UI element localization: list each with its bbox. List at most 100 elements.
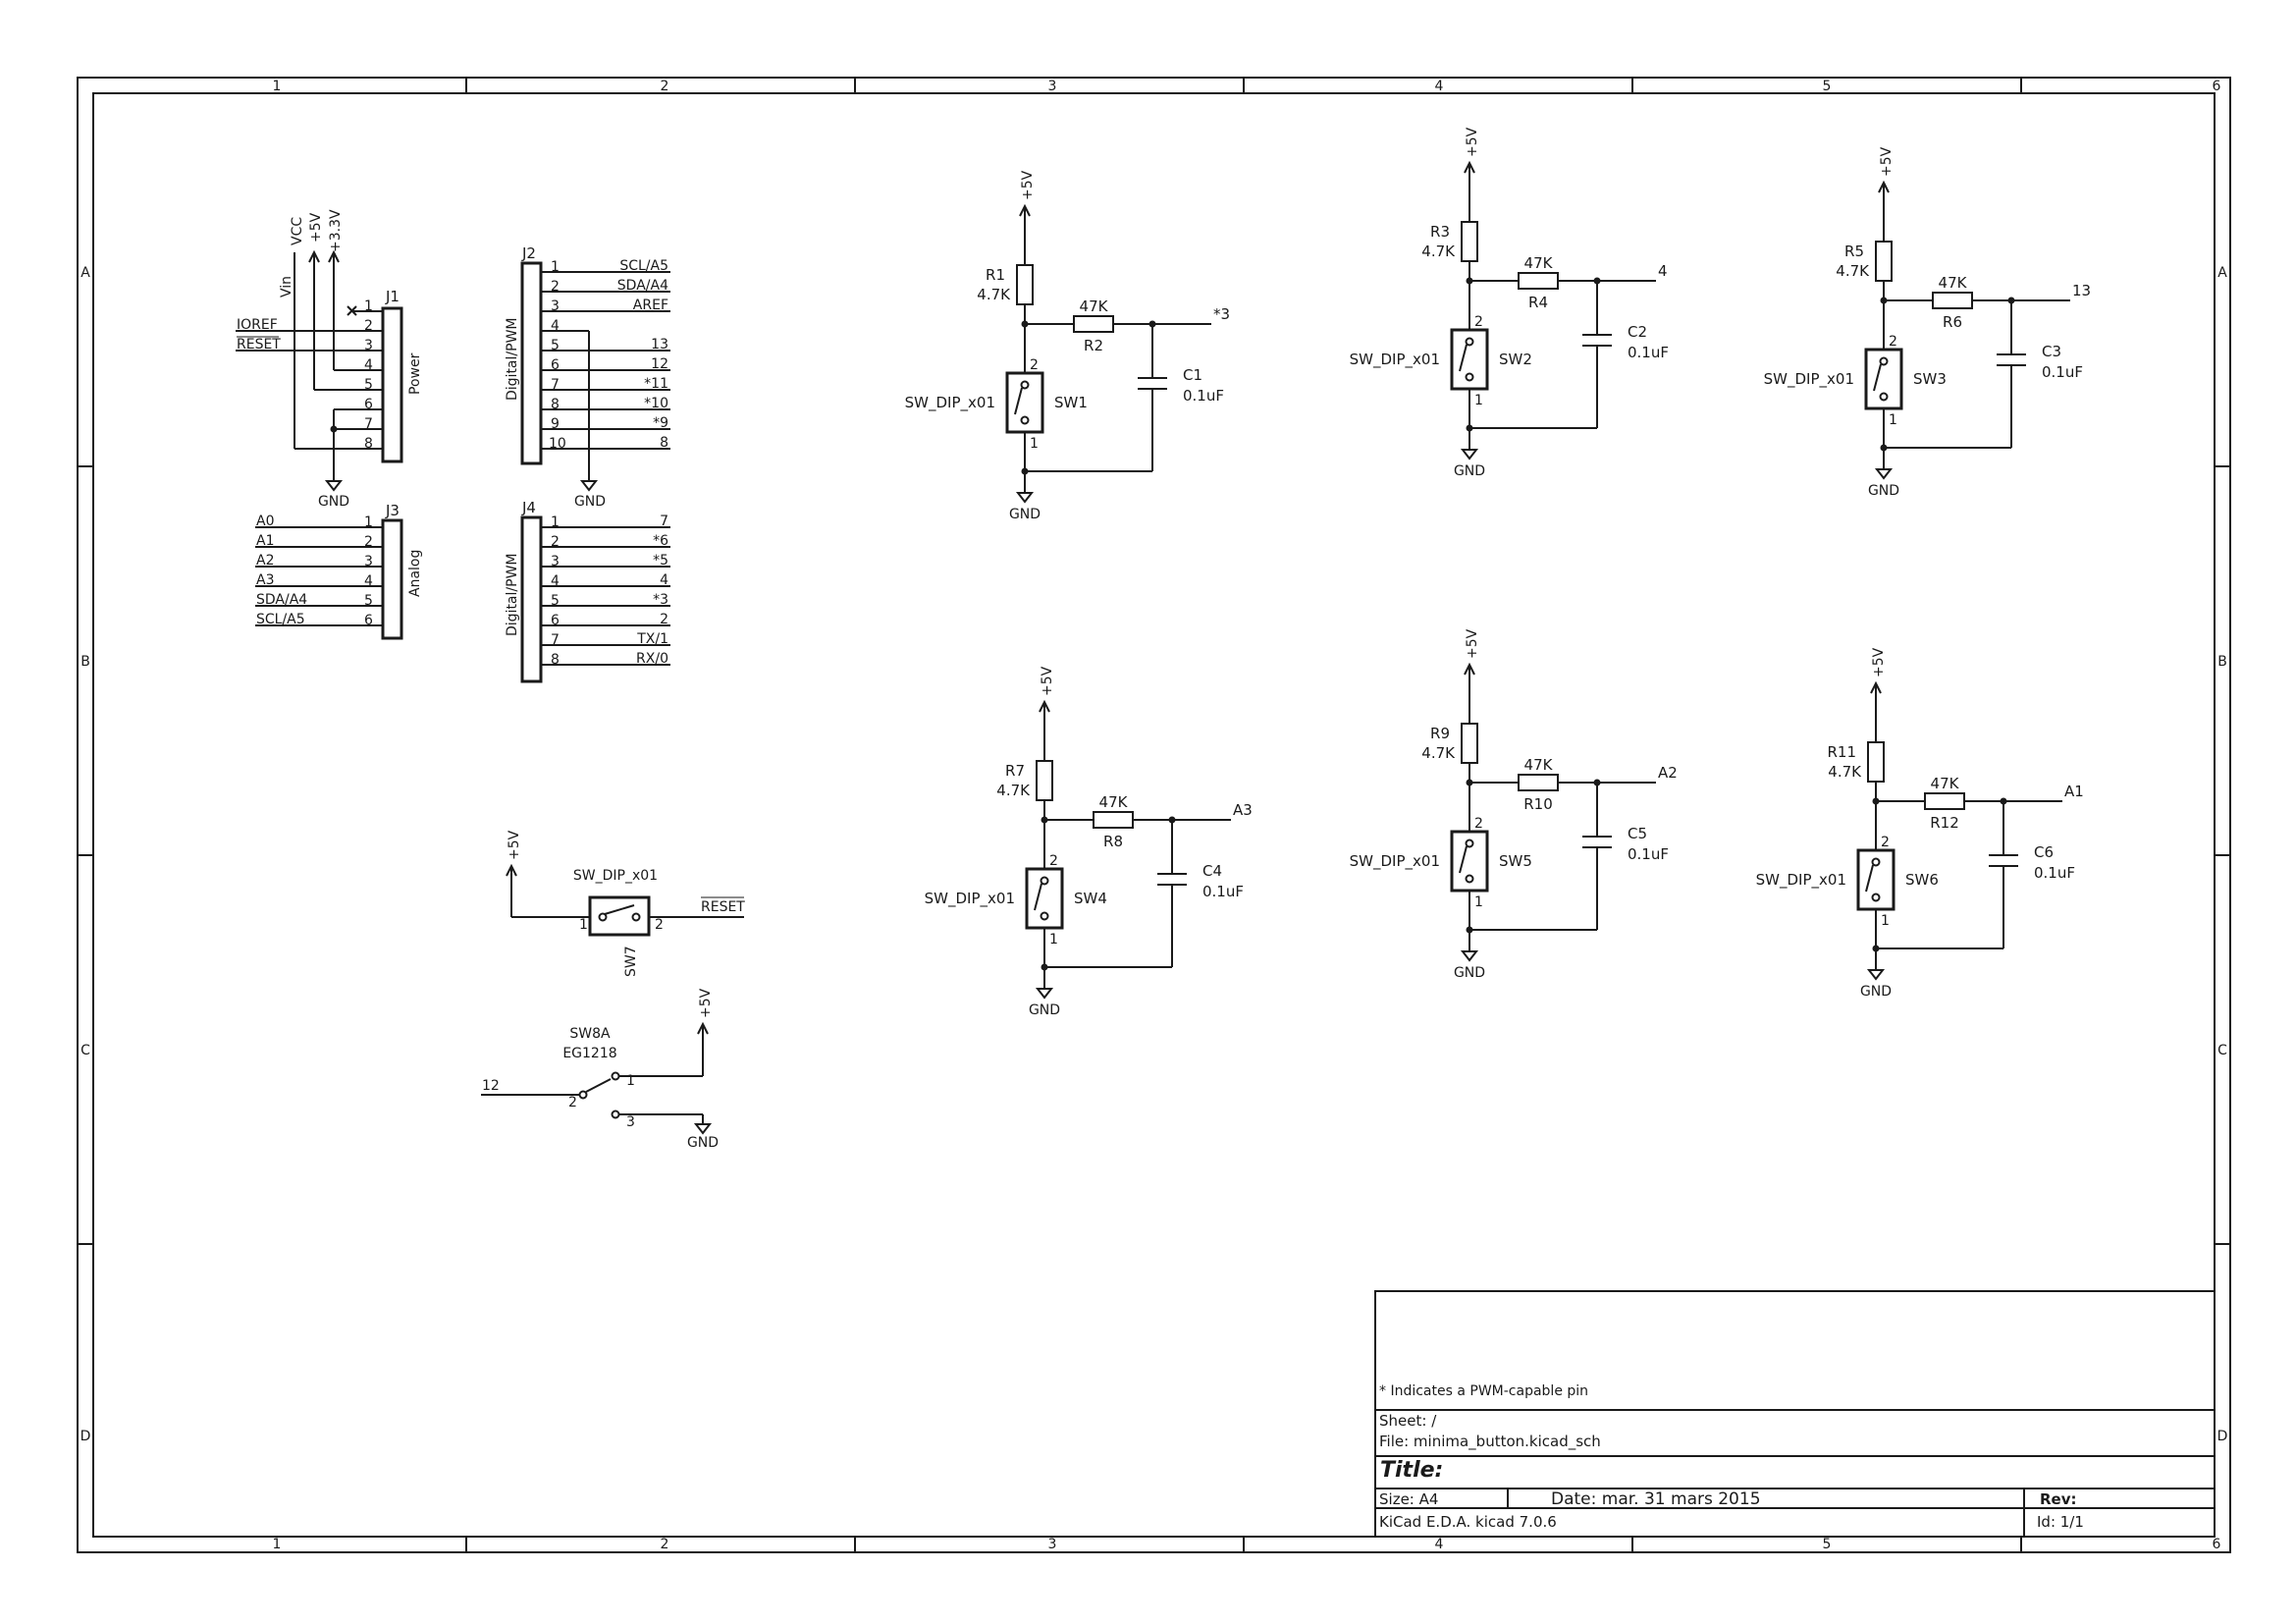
sw8-net: 12 [482, 1078, 500, 1094]
sw8-v5-label: +5V [698, 988, 714, 1018]
connector-j3: J3 Analog 1 2 3 4 5 6 A0 A1 A2 A3 SDA/A4… [255, 502, 423, 640]
ground-icon [1866, 969, 1886, 981]
resistor-ref: R7 [1005, 762, 1025, 780]
j1-pin: 8 [364, 436, 373, 452]
j2-net: *10 [644, 396, 668, 411]
resistor-r5 [1875, 241, 1893, 282]
gnd-label: GND [1860, 984, 1892, 1000]
connector-j2: J2 Digital/PWM GND 1 2 3 4 5 6 7 8 9 10 … [505, 244, 670, 510]
net-label: 13 [2072, 282, 2091, 299]
capacitor-value: 0.1uF [1183, 387, 1224, 405]
j3-ref: J3 [385, 502, 400, 519]
switch-value: SW_DIP_x01 [1350, 351, 1440, 369]
title-block-app: KiCad E.D.A. kicad 7.0.6 [1379, 1513, 1557, 1531]
switch-lever [1459, 344, 1468, 372]
j2-pin: 3 [551, 298, 560, 314]
j3-pin: 5 [364, 593, 373, 609]
j2-pin: 1 [551, 259, 560, 275]
v5-label: +5V [1871, 647, 1887, 677]
resistor-value: 47K [1524, 254, 1554, 272]
v5-label: +5V [1040, 666, 1055, 696]
j4-pin: 4 [551, 573, 560, 589]
ground-icon [1460, 950, 1479, 962]
switch-pin1: 1 [1474, 894, 1483, 910]
switch-pin1: 1 [1881, 913, 1890, 929]
sw7-value: SW_DIP_x01 [573, 868, 658, 884]
sw8-ref: SW8A [569, 1026, 611, 1042]
title-block-title: Title: [1380, 1458, 1443, 1483]
switch-pin2: 2 [1049, 853, 1058, 869]
capacitor-ref: C5 [1628, 825, 1647, 842]
j2-net: 8 [660, 435, 668, 451]
resistor-r3 [1461, 221, 1478, 262]
j3-pin: 6 [364, 613, 373, 628]
title-block: * Indicates a PWM-capable pin Sheet: / F… [1374, 1290, 2216, 1538]
j1-pin: 2 [364, 318, 373, 334]
col-label-top: 5 [1823, 79, 1832, 94]
j2-pin: 5 [551, 338, 560, 353]
capacitor-ref: C3 [2042, 343, 2061, 360]
j3-pin: 2 [364, 534, 373, 550]
j2-net: *9 [653, 415, 668, 431]
col-label-top: 2 [661, 79, 669, 94]
sw7-v5-label: +5V [507, 830, 522, 860]
col-label-top: 4 [1435, 79, 1444, 94]
net-label: A3 [1233, 801, 1253, 819]
col-label-bottom: 5 [1823, 1537, 1832, 1552]
resistor-ref: R9 [1430, 725, 1450, 742]
resistor-value: 4.7K [977, 286, 1011, 303]
resistor-value: 47K [1939, 274, 1968, 292]
switch-lever [1034, 883, 1042, 911]
switch-contact [1020, 415, 1030, 425]
capacitor-value: 0.1uF [1628, 845, 1669, 863]
gnd-label: GND [1454, 965, 1485, 981]
j3-pin: 4 [364, 573, 373, 589]
frame-column-dividers [78, 78, 2230, 1552]
col-label-top: 3 [1048, 79, 1057, 94]
j2-net: AREF [633, 298, 668, 313]
switch-contact [1020, 380, 1030, 390]
sw7-reset-net: RESET [701, 899, 745, 915]
row-label-left: D [80, 1429, 91, 1444]
switch-contact [1040, 911, 1049, 921]
resistor-r11 [1867, 741, 1885, 783]
j4-net: *3 [653, 592, 668, 608]
sw8-pin3: 3 [626, 1114, 635, 1130]
sw8-pin2: 2 [568, 1095, 577, 1110]
gnd-label: GND [687, 1135, 719, 1151]
capacitor-value: 0.1uF [1628, 344, 1669, 361]
resistor-r7 [1036, 760, 1053, 801]
resistor-value: 47K [1931, 775, 1960, 792]
power-arrow-icon [328, 249, 340, 263]
resistor-r12 [1924, 792, 1965, 810]
switch-lever [1459, 845, 1468, 874]
j4-net: 2 [660, 612, 668, 627]
switch-value: SW_DIP_x01 [1764, 370, 1854, 389]
j2-pin: 8 [551, 397, 560, 412]
j3-net: A2 [256, 553, 274, 568]
j1-v5-label: +5V [308, 212, 324, 243]
j4-net: *5 [653, 553, 668, 568]
j1-ioref-label: IOREF [237, 317, 278, 333]
j2-value: Digital/PWM [505, 318, 520, 402]
j1-reset-label: RESET [237, 337, 281, 352]
resistor-r8 [1093, 811, 1134, 829]
switch-ref: SW3 [1913, 370, 1947, 388]
resistor-value: 4.7K [1828, 763, 1862, 781]
col-label-bottom: 6 [2213, 1537, 2221, 1552]
capacitor-ref: C4 [1202, 862, 1222, 880]
row-label-right: D [2217, 1429, 2228, 1444]
row-label-right: B [2217, 654, 2227, 670]
resistor-ref: R4 [1528, 294, 1548, 311]
connector-j4: J4 Digital/PWM 1 2 3 4 5 6 7 8 7 *6 *5 4… [505, 499, 670, 683]
col-label-bottom: 3 [1048, 1537, 1057, 1552]
gnd-label: GND [1029, 1002, 1060, 1018]
switch-value: SW_DIP_x01 [905, 394, 995, 412]
switch-value: SW_DIP_x01 [925, 890, 1015, 908]
sw8-pin1: 1 [626, 1073, 635, 1089]
j1-v33-label: +3.3V [328, 209, 344, 252]
ground-icon [324, 480, 344, 492]
switch-contact [1871, 857, 1881, 867]
